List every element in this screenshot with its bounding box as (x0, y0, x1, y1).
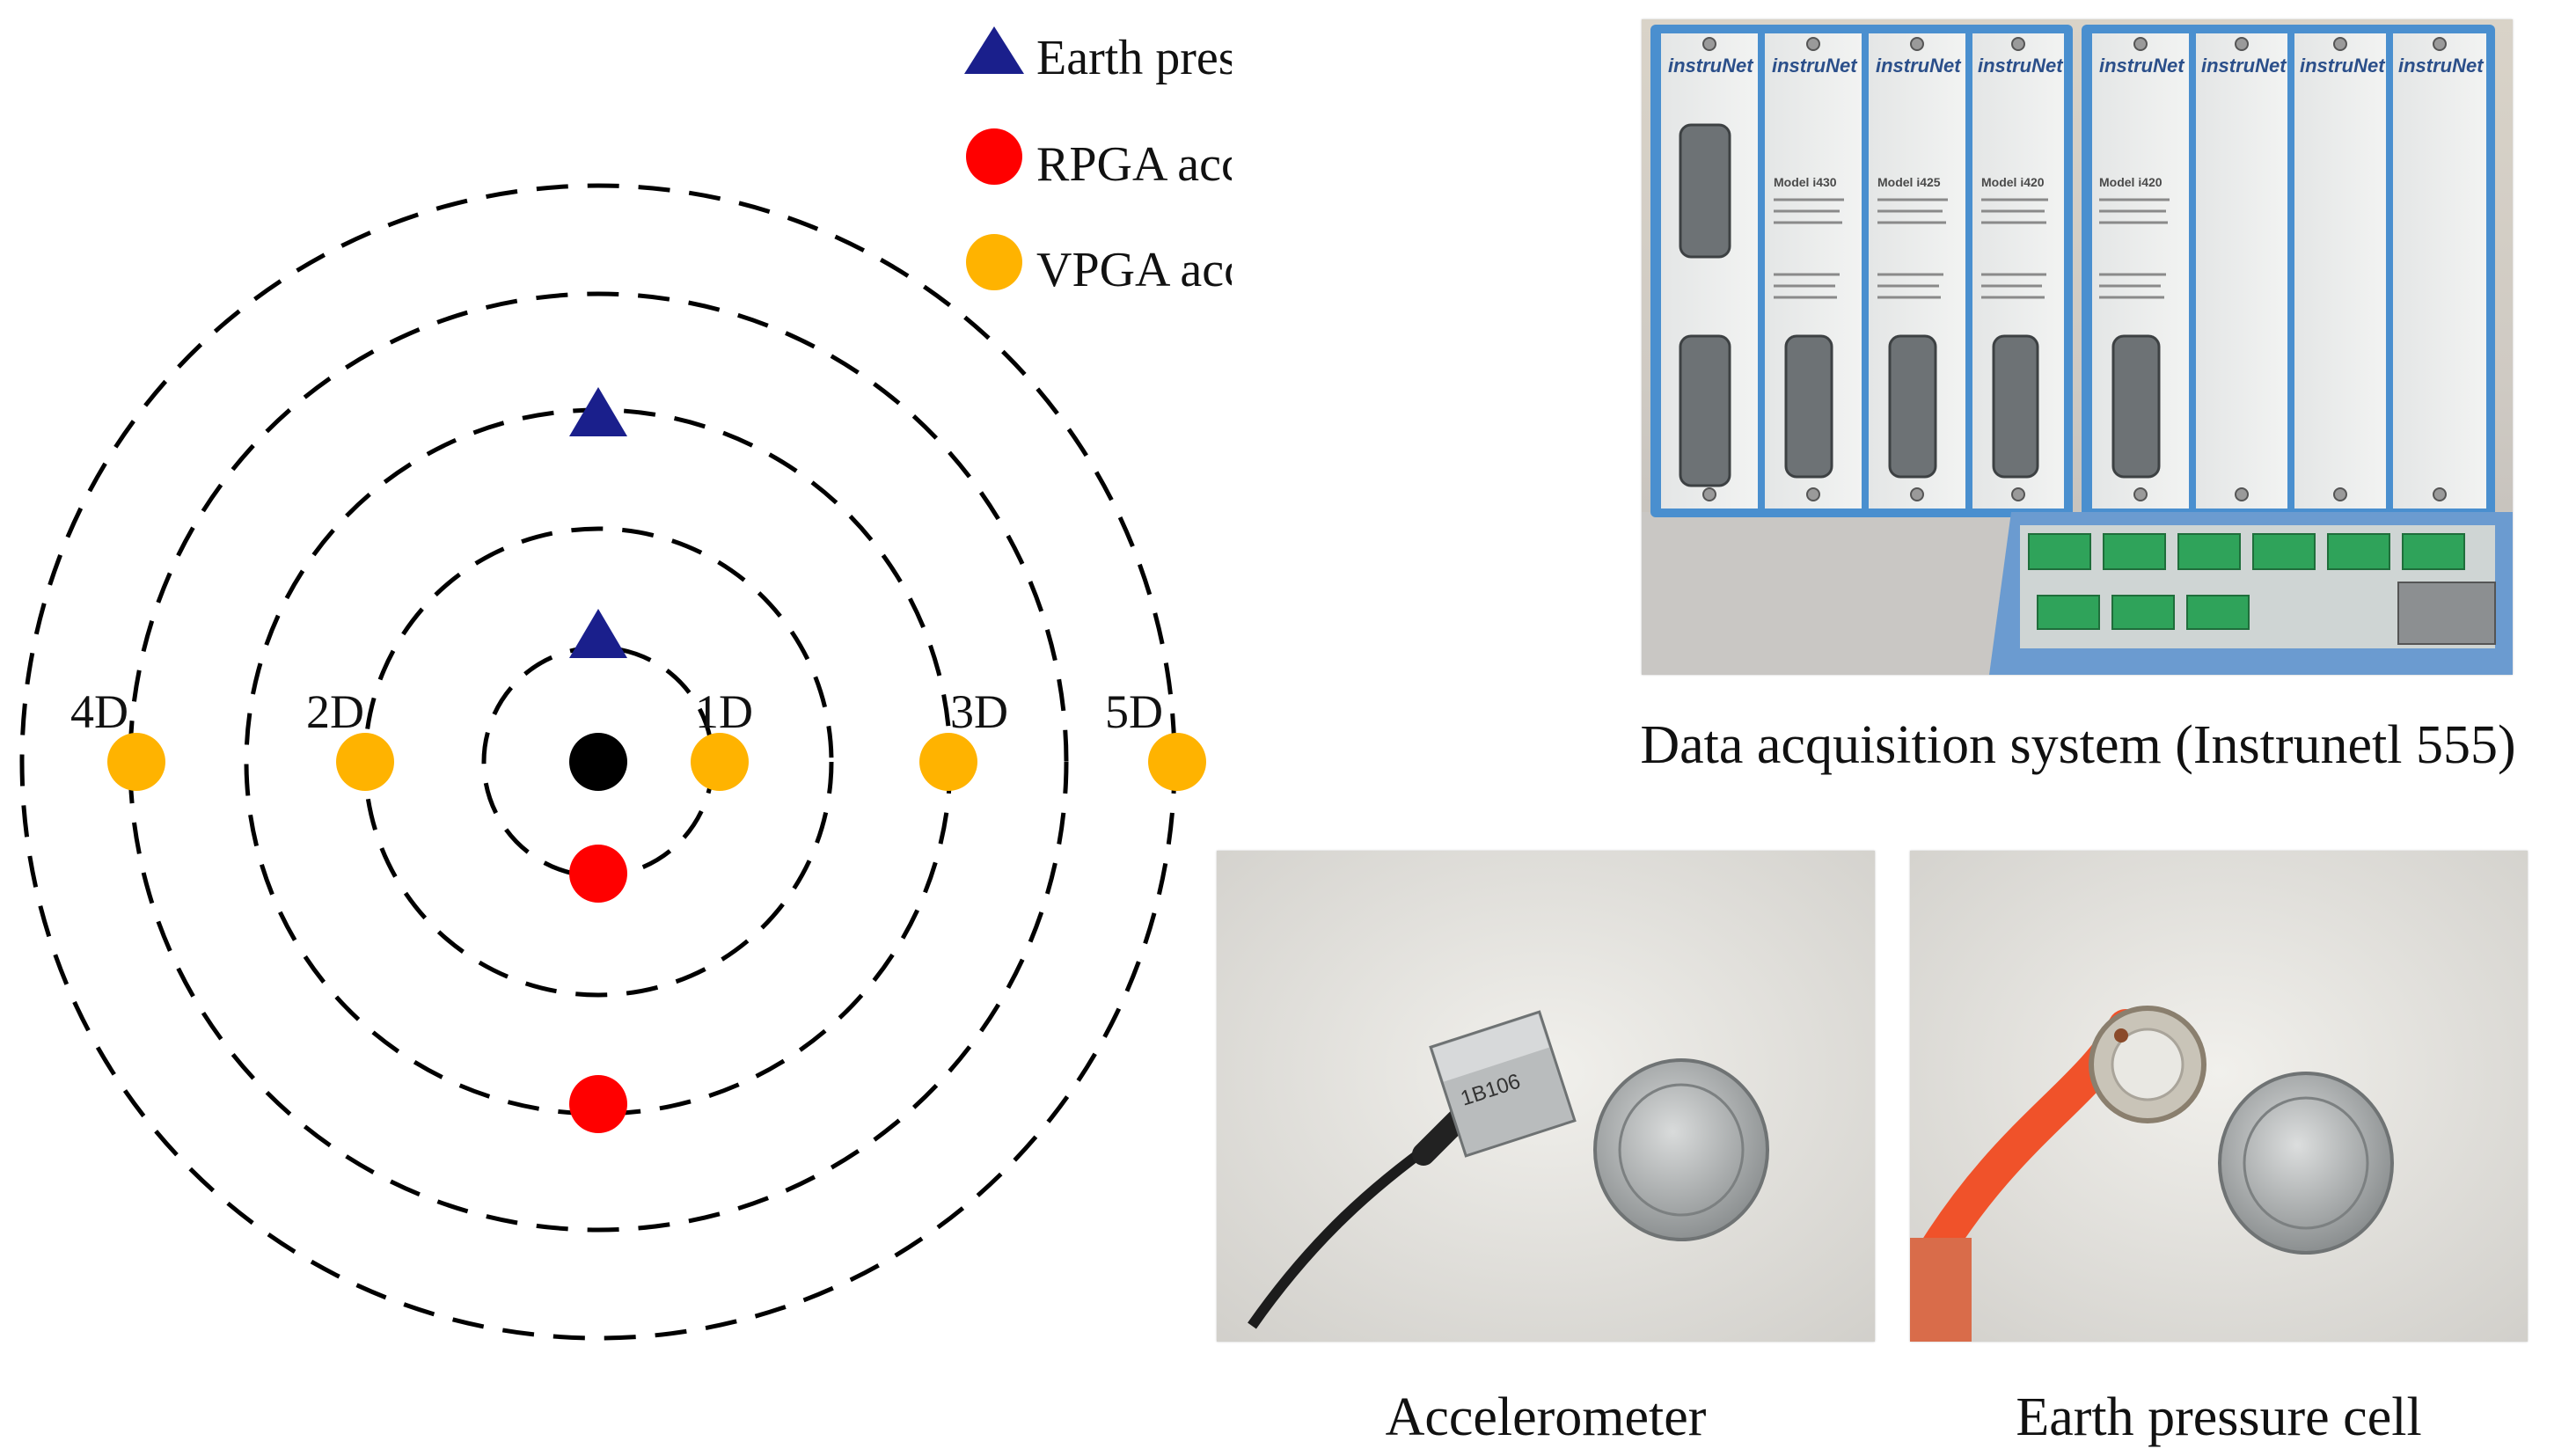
legend-label-rpga: RPGA accelerometers (1036, 137, 1232, 192)
connector-4 (1992, 334, 2039, 479)
paper-background (1910, 851, 2528, 1342)
screws (1702, 37, 2447, 501)
accelerometer-photo: 1B106 (1217, 851, 1875, 1342)
distance-label-1d: 1D (695, 685, 753, 738)
daq-illustration: instruNet instruNet instruNet instruNet … (1642, 19, 2513, 675)
vpga-accelerometer-5d (1148, 733, 1206, 791)
distance-label-2d: 2D (306, 685, 364, 738)
legend: Earth pressure cells RPGA accelerometers… (964, 26, 1232, 297)
spec-text-lines (1774, 198, 2170, 299)
brand-label-6: instruNet (2201, 55, 2287, 77)
sensor-cube: 1B106 (1429, 1010, 1577, 1158)
brand-label-1: instruNet (1668, 55, 1754, 77)
module-6 (2196, 33, 2287, 509)
pressure-cell-caption: Earth pressure cell (2016, 1387, 2422, 1447)
legend-label-vpga: VPGA accelerometers (1036, 243, 1232, 297)
rpga-accelerometer-1 (569, 845, 627, 903)
brand-label-3: instruNet (1876, 55, 1962, 77)
model-label-2: Model i425 (1877, 175, 1941, 189)
connector-5 (2111, 334, 2161, 479)
daq-caption: Data acquisition system (Instrunetl 555) (1640, 715, 2516, 775)
vpga-accelerometer-3d (919, 733, 977, 791)
daq-photo: instruNet instruNet instruNet instruNet … (1642, 19, 2513, 675)
module-8 (2393, 33, 2486, 509)
vpga-accelerometer-4d (107, 733, 165, 791)
legend-label-earth-pressure: Earth pressure cells (1036, 31, 1232, 85)
vpga-accelerometer-2d (336, 733, 394, 791)
legend-orange-marker (966, 234, 1022, 290)
rpga-accelerometer-2 (569, 1075, 627, 1133)
brand-label-5: instruNet (2099, 55, 2185, 77)
distance-label-3d: 3D (950, 685, 1008, 738)
connector-1 (1679, 334, 1731, 487)
terminal-board (1989, 512, 2513, 675)
connector-top-1 (1679, 123, 1731, 259)
legend-triangle-marker (964, 26, 1024, 74)
cable-end-tape (1910, 1238, 1972, 1342)
brand-label-2: instruNet (1772, 55, 1858, 77)
legend-red-marker (966, 128, 1022, 185)
pile-center (569, 733, 627, 791)
module-7 (2294, 33, 2386, 509)
connector-2 (1784, 334, 1833, 479)
earth-pressure-cell-outer (569, 387, 627, 436)
ring-4 (128, 291, 1069, 1233)
connectors (1679, 123, 2161, 487)
pressure-cell-photo (1910, 851, 2528, 1342)
pressure-cell-illustration (1910, 851, 2528, 1342)
distance-label-5d: 5D (1105, 685, 1163, 738)
sensor-layout-diagram: Earth pressure cells RPGA accelerometers… (19, 26, 1232, 1341)
accelerometer-illustration: 1B106 (1217, 851, 1875, 1342)
earth-pressure-cell-inner (569, 609, 627, 658)
connector-3 (1888, 334, 1937, 479)
brand-label-8: instruNet (2398, 55, 2485, 77)
accelerometer-caption: Accelerometer (1385, 1387, 1707, 1447)
distance-label-4d: 4D (70, 685, 128, 738)
brand-label-4: instruNet (1978, 55, 2064, 77)
vpga-accelerometer-1d (691, 733, 749, 791)
model-label-4: Model i420 (2099, 175, 2163, 189)
sensor-cable (1248, 1137, 1440, 1329)
brand-label-7: instruNet (2300, 55, 2386, 77)
model-label-3: Model i420 (1981, 175, 2045, 189)
model-label-1: Model i430 (1774, 175, 1837, 189)
